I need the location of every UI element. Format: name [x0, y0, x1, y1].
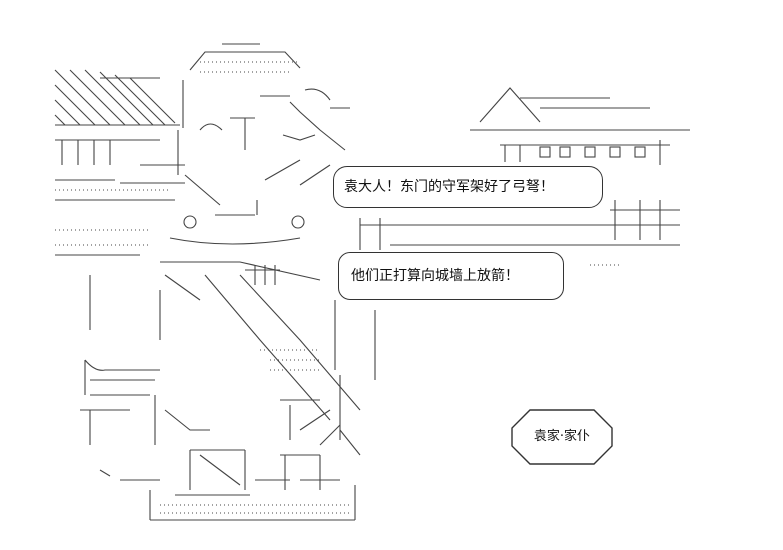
dialogue-line-1: 袁大人！东门的守军架好了弓弩！: [344, 179, 554, 195]
left-wall: [55, 139, 185, 256]
octagon-frame: [511, 409, 613, 465]
character-name-tag: 袁家·家仆: [510, 408, 614, 466]
city-gate: [359, 87, 690, 250]
hatched-wall: [54, 69, 180, 126]
character-body: [80, 130, 376, 521]
speech-bubble-upper: 袁大人！东门的守军架好了弓弩！: [333, 166, 603, 208]
speech-bubble-lower: 他们正打算向城墙上放箭！: [338, 252, 564, 300]
character-name: 袁家·家仆: [533, 429, 591, 444]
character-head: [182, 43, 350, 151]
dialogue-line-2: 他们正打算向城墙上放箭！: [351, 268, 519, 284]
dotted-texture: [55, 61, 620, 514]
